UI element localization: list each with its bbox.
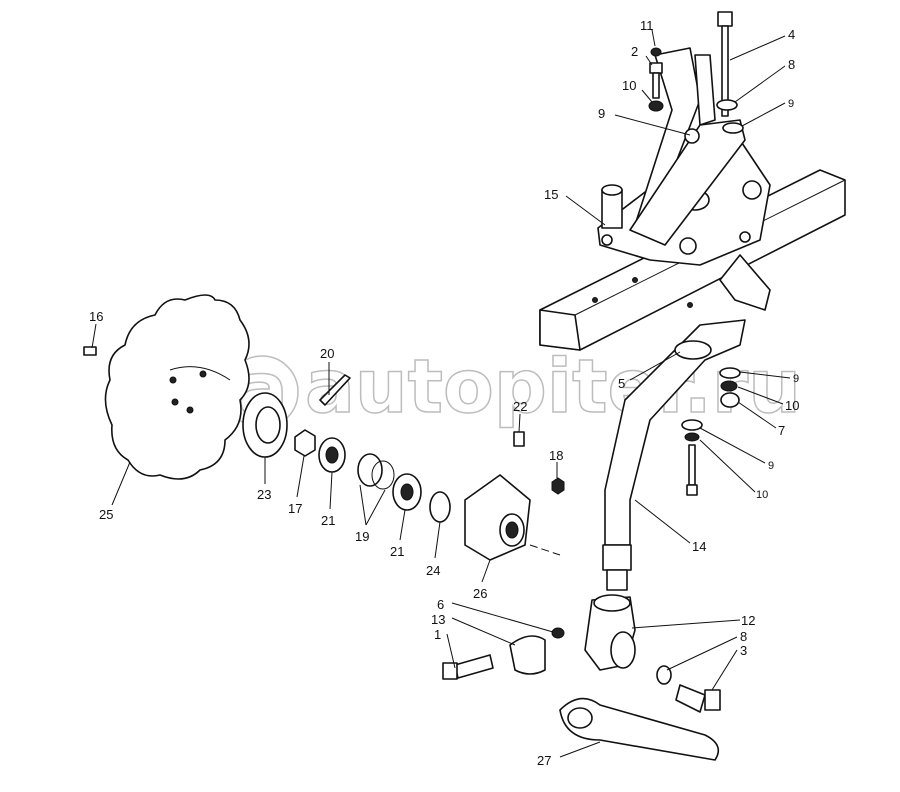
bolt: [688, 444, 696, 486]
callout-10: 10: [785, 398, 799, 413]
clamp-13: [509, 635, 546, 675]
watermark: a autopiter.ru: [225, 343, 802, 434]
callout-24: 24: [426, 563, 440, 578]
watermark-text: autopiter.ru: [305, 344, 801, 430]
callout-17: 17: [288, 501, 302, 516]
washer-10: [648, 100, 664, 112]
callout-10: 10: [756, 489, 768, 501]
callout-3: 3: [740, 643, 747, 658]
callout-16: 16: [89, 309, 103, 324]
bolt-3: [675, 684, 706, 713]
bolt-1: [454, 654, 494, 679]
callout-labels: 11 2 10 4 8 9 9 15 16 20 5 9 10 7 22 18 …: [89, 18, 799, 768]
callout-14: 14: [692, 539, 706, 554]
bolt-16: [83, 346, 97, 356]
cotter-pin-20: [319, 374, 351, 406]
nut-17: [294, 429, 316, 457]
nut-6: [551, 627, 565, 639]
grease-fitting-22: [513, 431, 525, 447]
washer-10: [720, 380, 738, 392]
callout-21: 21: [321, 513, 335, 528]
nut-7: [720, 392, 740, 408]
callout-18: 18: [549, 448, 563, 463]
callout-10: 10: [622, 78, 636, 93]
callout-11: 11: [640, 18, 654, 33]
callout-6: 6: [437, 597, 444, 612]
seal-24: [429, 491, 451, 523]
nut-18: [551, 477, 565, 495]
callout-15: 15: [544, 187, 558, 202]
callout-8: 8: [788, 57, 795, 72]
arm: [602, 319, 746, 591]
mounting-bracket: [597, 47, 771, 311]
callout-9: 9: [768, 460, 774, 472]
washer-9: [719, 367, 741, 379]
handle-27: [559, 697, 720, 761]
bolt-4: [717, 11, 733, 117]
callout-27: 27: [537, 753, 551, 768]
callout-12: 12: [741, 613, 755, 628]
callout-1: 1: [434, 627, 441, 642]
callout-19: 19: [355, 529, 369, 544]
callout-20: 20: [320, 346, 334, 361]
callout-26: 26: [473, 586, 487, 601]
callout-22: 22: [513, 399, 527, 414]
callout-2: 2: [631, 44, 638, 59]
leader-lines: [91, 29, 791, 758]
washer-8: [716, 99, 738, 111]
hub-26: [464, 474, 531, 561]
disc-blade: [104, 294, 250, 480]
callout-7: 7: [778, 423, 785, 438]
nut-11: [650, 47, 662, 57]
callout-25: 25: [99, 507, 113, 522]
swivel-12: [584, 594, 636, 671]
callout-21: 21: [390, 544, 404, 559]
washer-8: [656, 665, 672, 685]
callout-8: 8: [740, 629, 747, 644]
callout-13: 13: [431, 612, 445, 627]
callout-5: 5: [618, 376, 625, 391]
callout-9: 9: [598, 106, 605, 121]
callout-4: 4: [788, 27, 795, 42]
callout-23: 23: [257, 487, 271, 502]
callout-9: 9: [793, 373, 799, 385]
seal-19: [357, 453, 383, 487]
washer-9: [722, 122, 744, 134]
callout-9: 9: [788, 98, 794, 110]
